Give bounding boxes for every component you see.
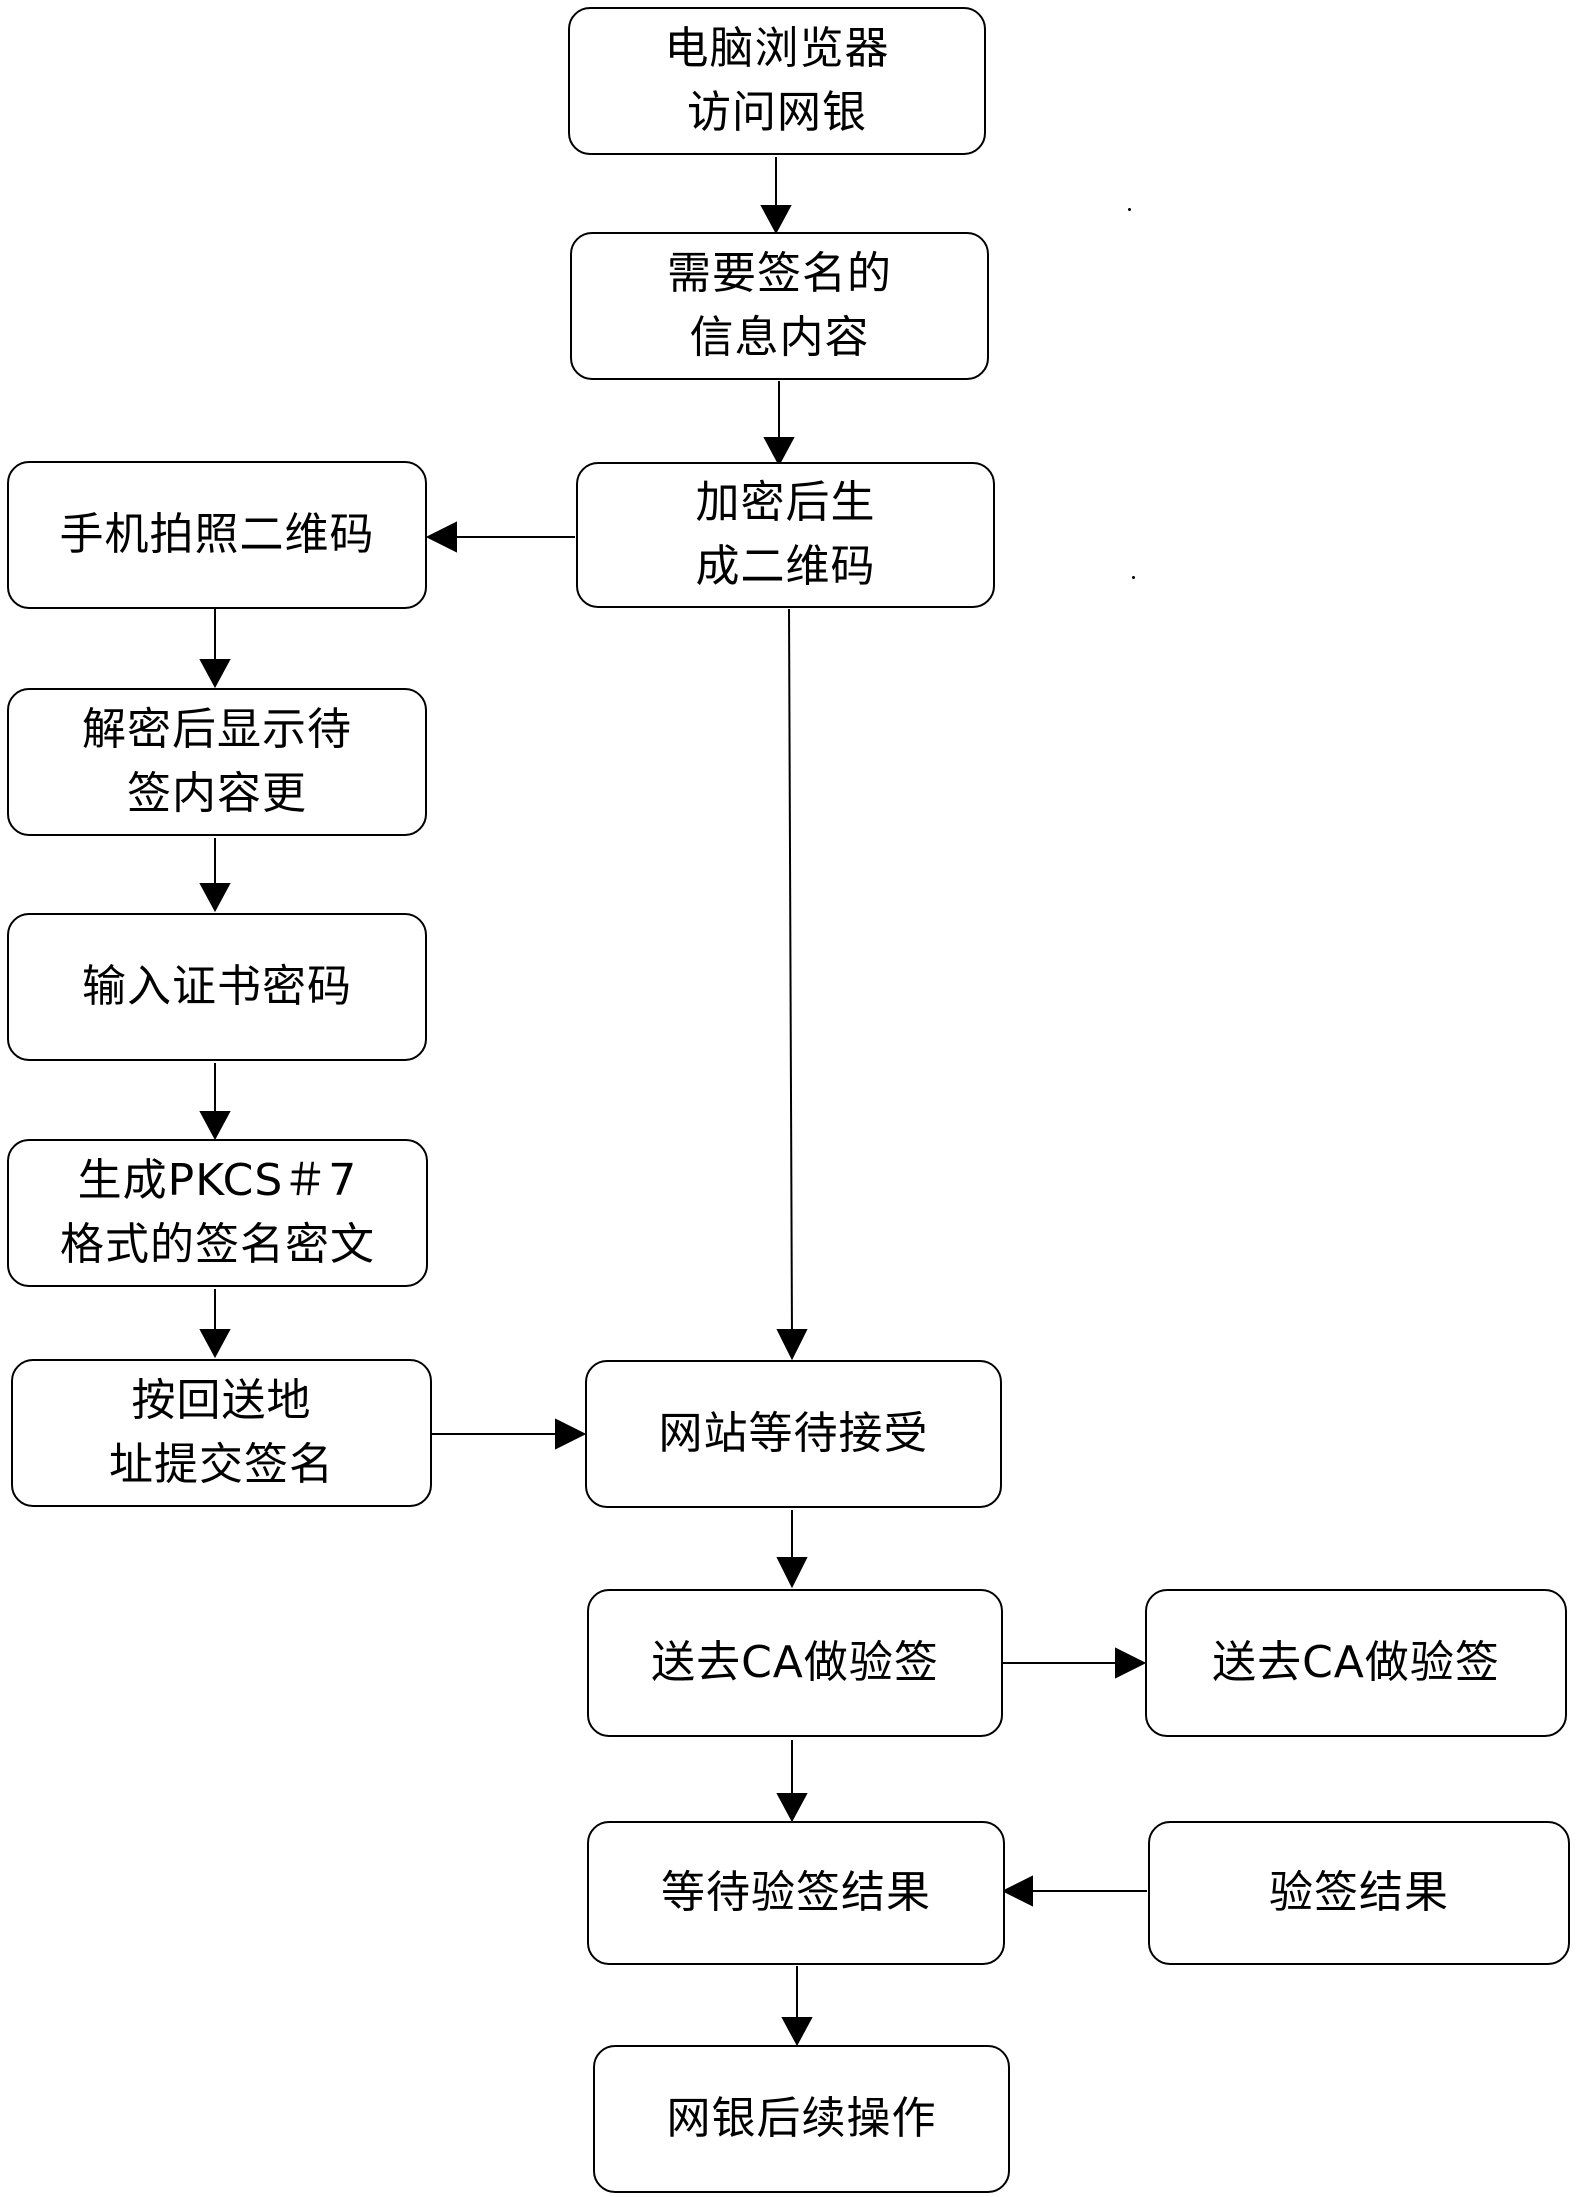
arrowhead xyxy=(783,2018,811,2044)
speck xyxy=(1132,576,1135,579)
arrowhead xyxy=(201,884,229,910)
node-text: 解密后显示待 xyxy=(82,698,352,762)
arrowhead xyxy=(556,1420,584,1448)
node-text: 格式的签名密文 xyxy=(60,1213,375,1277)
node-text: 等待验签结果 xyxy=(661,1861,931,1925)
node-site-wait: 网站等待接受 xyxy=(585,1360,1002,1508)
node-info-to-sign: 需要签名的 信息内容 xyxy=(570,232,989,380)
node-text: 按回送地 xyxy=(132,1369,312,1433)
node-text: 访问网银 xyxy=(687,81,867,145)
arrowhead xyxy=(201,1112,229,1138)
node-text: 信息内容 xyxy=(690,306,870,370)
node-text: 手机拍照二维码 xyxy=(60,503,375,567)
arrowhead xyxy=(428,523,456,551)
node-send-ca-right: 送去CA做验签 xyxy=(1145,1589,1567,1737)
node-wait-result: 等待验签结果 xyxy=(587,1821,1005,1965)
node-send-ca-left: 送去CA做验签 xyxy=(587,1589,1003,1737)
arrowhead xyxy=(778,1794,806,1820)
node-text: 需要签名的 xyxy=(667,242,892,306)
node-text: 成二维码 xyxy=(696,535,876,599)
node-text: 送去CA做验签 xyxy=(1212,1631,1500,1695)
node-followup: 网银后续操作 xyxy=(593,2045,1010,2193)
speck xyxy=(1128,208,1131,211)
node-text: 验签结果 xyxy=(1269,1861,1449,1925)
node-text: 送去CA做验签 xyxy=(651,1631,939,1695)
arrowhead xyxy=(778,1330,806,1358)
arrowhead xyxy=(1116,1649,1144,1677)
arrowhead xyxy=(201,660,229,686)
node-text: 网银后续操作 xyxy=(667,2087,937,2151)
node-phone-scan: 手机拍照二维码 xyxy=(7,461,427,609)
arrowhead xyxy=(1004,1877,1032,1905)
node-text: 网站等待接受 xyxy=(659,1402,929,1466)
node-text: 签内容更 xyxy=(127,762,307,826)
arrowhead xyxy=(765,438,793,464)
node-text: 输入证书密码 xyxy=(82,955,352,1019)
arrow-encrypt-to-site xyxy=(789,609,792,1340)
node-browser-access: 电脑浏览器 访问网银 xyxy=(568,7,986,155)
node-verify-result: 验签结果 xyxy=(1148,1821,1570,1965)
node-text: 生成PKCS＃7 xyxy=(78,1149,358,1213)
node-enter-password: 输入证书密码 xyxy=(7,913,427,1061)
node-encrypt-qr: 加密后生 成二维码 xyxy=(576,462,995,608)
arrowhead xyxy=(778,1558,806,1586)
node-submit-signature: 按回送地 址提交签名 xyxy=(11,1359,432,1507)
arrowhead xyxy=(201,1330,229,1356)
node-text: 电脑浏览器 xyxy=(665,17,890,81)
node-decrypt-display: 解密后显示待 签内容更 xyxy=(7,688,427,836)
node-generate-pkcs7: 生成PKCS＃7 格式的签名密文 xyxy=(7,1139,428,1287)
arrowhead xyxy=(762,206,790,232)
node-text: 加密后生 xyxy=(696,471,876,535)
node-text: 址提交签名 xyxy=(109,1433,334,1497)
